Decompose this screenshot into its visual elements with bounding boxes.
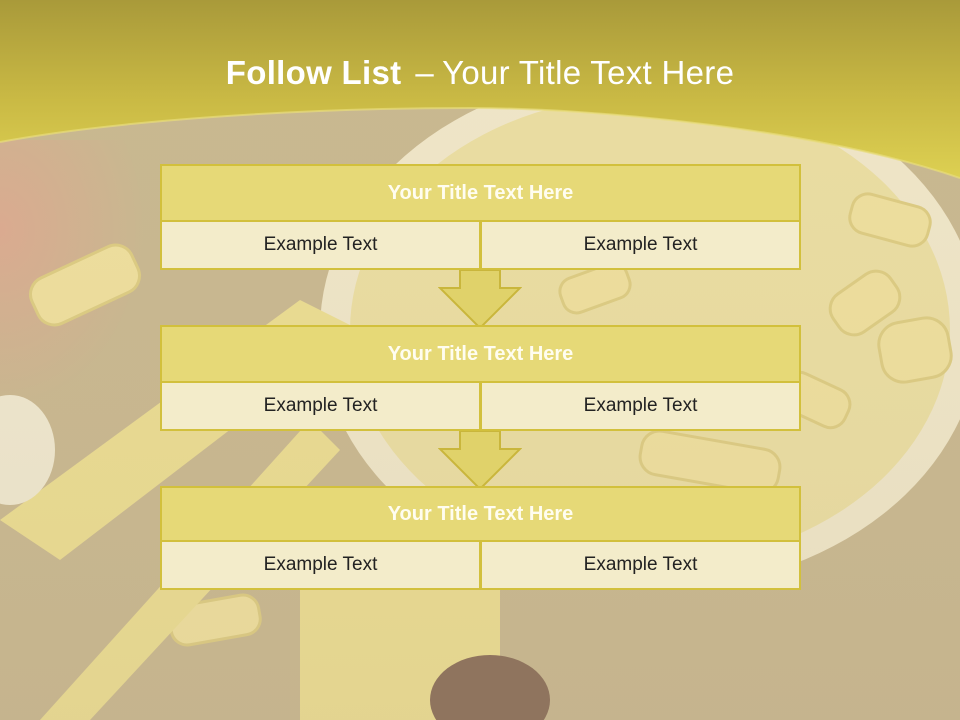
- list-block-2: Your Title Text Here Example Text Exampl…: [160, 325, 801, 431]
- block-title: Your Title Text Here: [160, 325, 801, 383]
- block-row: Example Text Example Text: [160, 381, 801, 431]
- block-row: Example Text Example Text: [160, 540, 801, 590]
- list-block-3: Your Title Text Here Example Text Exampl…: [160, 486, 801, 590]
- block-cell-right: Example Text: [480, 540, 801, 590]
- block-title: Your Title Text Here: [160, 164, 801, 222]
- down-arrow-icon: [438, 270, 522, 330]
- block-row: Example Text Example Text: [160, 220, 801, 270]
- block-cell-left: Example Text: [160, 220, 481, 270]
- slide-title-rest: Your Title Text Here: [442, 54, 735, 91]
- block-cell-left: Example Text: [160, 381, 481, 431]
- list-block-1: Your Title Text Here Example Text Exampl…: [160, 164, 801, 270]
- block-title: Your Title Text Here: [160, 486, 801, 542]
- block-cell-right: Example Text: [480, 381, 801, 431]
- block-cell-right: Example Text: [480, 220, 801, 270]
- slide-title-dash: –: [415, 54, 435, 91]
- slide-title-bold: Follow List: [225, 54, 402, 91]
- slide-title: Follow List–Your Title Text Here: [0, 54, 960, 92]
- block-cell-left: Example Text: [160, 540, 481, 590]
- down-arrow-icon: [438, 431, 522, 491]
